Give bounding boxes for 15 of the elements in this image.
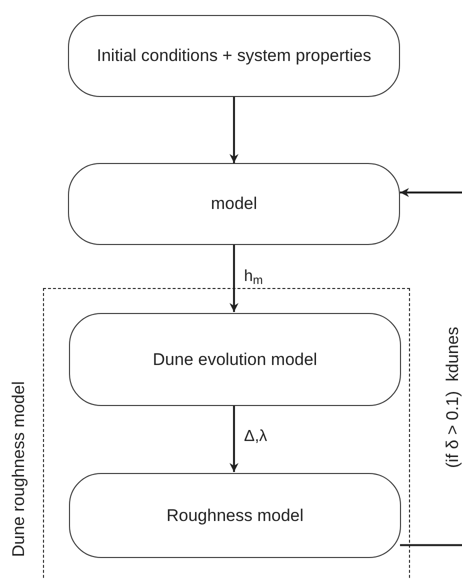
- arrow: [230, 97, 238, 163]
- box-text: model: [210, 193, 258, 215]
- process-box: [68, 163, 400, 245]
- edge-label: h$_{m}$: [242, 266, 265, 286]
- arrow: [400, 188, 462, 198]
- arrow: [230, 405, 238, 472]
- group-heading: Dune roughness model: [8, 381, 29, 557]
- arrow: [230, 245, 238, 312]
- process-box: [68, 15, 400, 97]
- box-text: Dune evolution model: [152, 348, 318, 370]
- condition-label: (if δ > 0.1) kdunes: [442, 326, 462, 468]
- process-box: [69, 313, 401, 406]
- box-text: Initial conditions + system properties: [96, 45, 372, 67]
- process-box: [69, 473, 401, 558]
- box-text: Roughness model: [166, 504, 304, 526]
